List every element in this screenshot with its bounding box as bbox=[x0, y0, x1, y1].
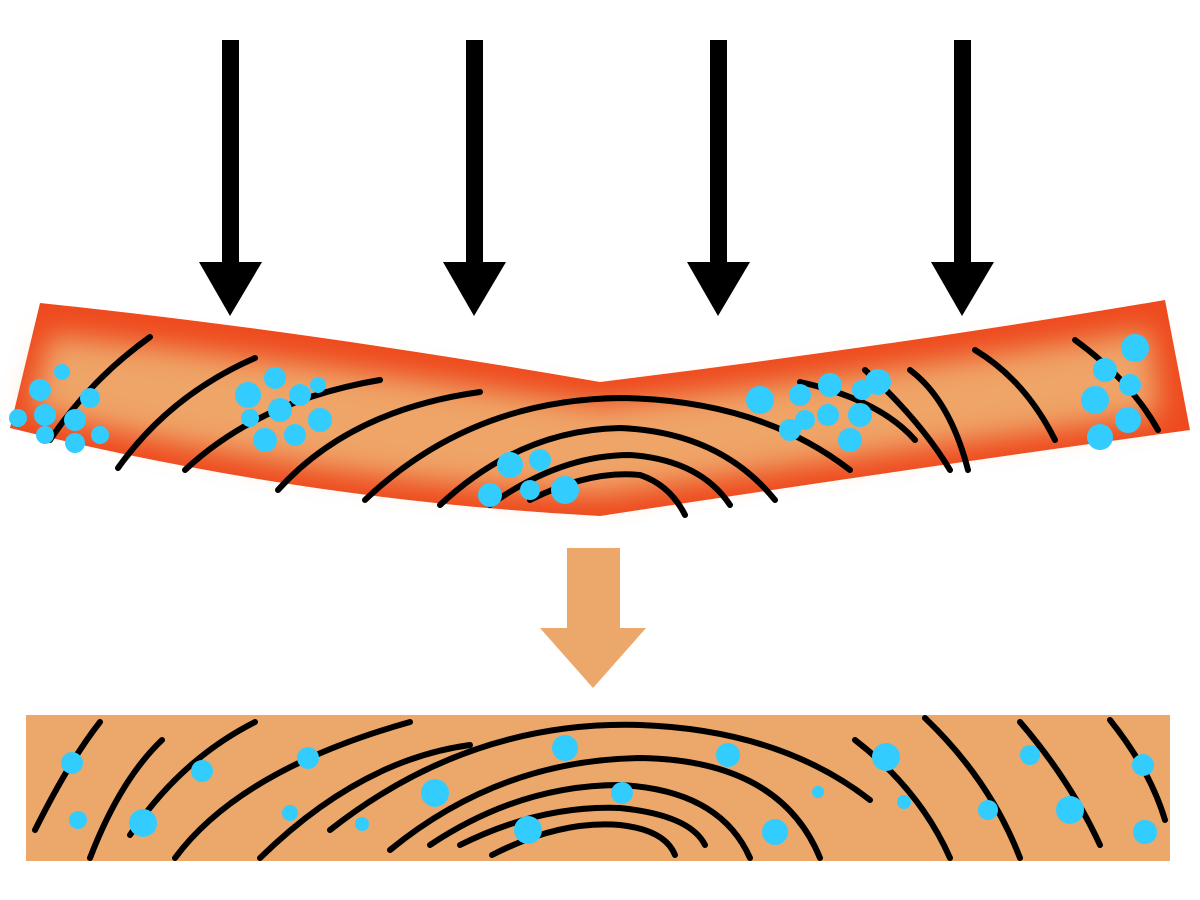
knots bbox=[61, 735, 1157, 845]
straightened-wood-plank bbox=[26, 715, 1170, 861]
down-arrow-icon bbox=[931, 40, 994, 316]
transition-arrow-icon bbox=[540, 548, 646, 688]
grain-lines bbox=[47, 334, 1161, 518]
grain-lines bbox=[32, 715, 1168, 861]
down-arrow-icon bbox=[443, 40, 506, 316]
load-arrows bbox=[199, 40, 994, 316]
down-arrow-icon bbox=[199, 40, 262, 316]
knots bbox=[9, 334, 1149, 507]
bent-wood-plank bbox=[9, 300, 1190, 518]
down-arrow-icon bbox=[687, 40, 750, 316]
